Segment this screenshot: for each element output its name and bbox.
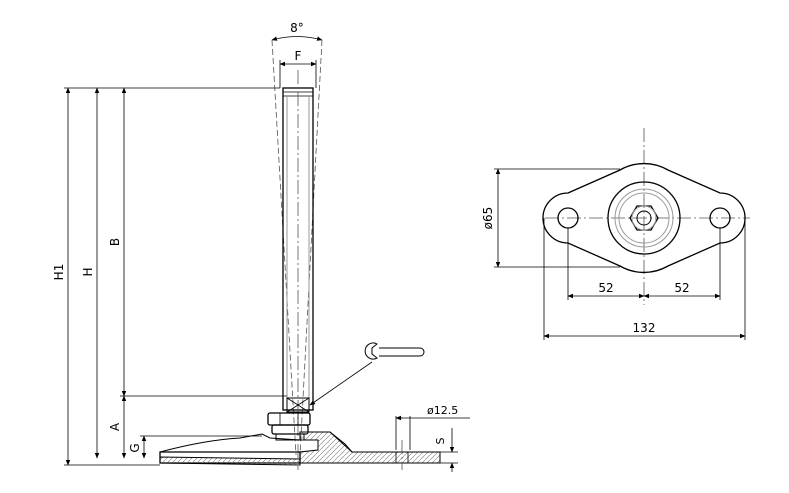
side-view: 8° F	[52, 21, 470, 472]
overall-label: 132	[633, 321, 656, 335]
hole-dia-label: ø12.5	[427, 404, 458, 417]
swivel-angle-dimension: 8°	[271, 21, 323, 456]
angle-label: 8°	[290, 21, 304, 35]
top-view: ø65 52 52 132	[481, 128, 750, 340]
base-plate	[159, 431, 441, 470]
s-label: S	[434, 437, 447, 444]
a-label: A	[108, 422, 122, 431]
dia-label: ø65	[481, 207, 495, 230]
hole-diameter-dimension: ø12.5	[395, 404, 470, 450]
right-half-label: 52	[674, 281, 689, 295]
thread-diameter-dimension: F	[279, 49, 317, 88]
height-dimensions: H1 H B A G	[52, 87, 287, 466]
hex-nut-top	[629, 205, 659, 231]
f-label: F	[295, 49, 302, 63]
thickness-dimension: S	[434, 428, 458, 472]
h1-label: H1	[52, 264, 66, 281]
threaded-spindle	[282, 70, 314, 470]
g-label: G	[128, 443, 142, 452]
wrench-icon	[309, 342, 425, 406]
h-label: H	[81, 267, 95, 276]
b-label: B	[108, 238, 122, 246]
left-half-label: 52	[598, 281, 613, 295]
